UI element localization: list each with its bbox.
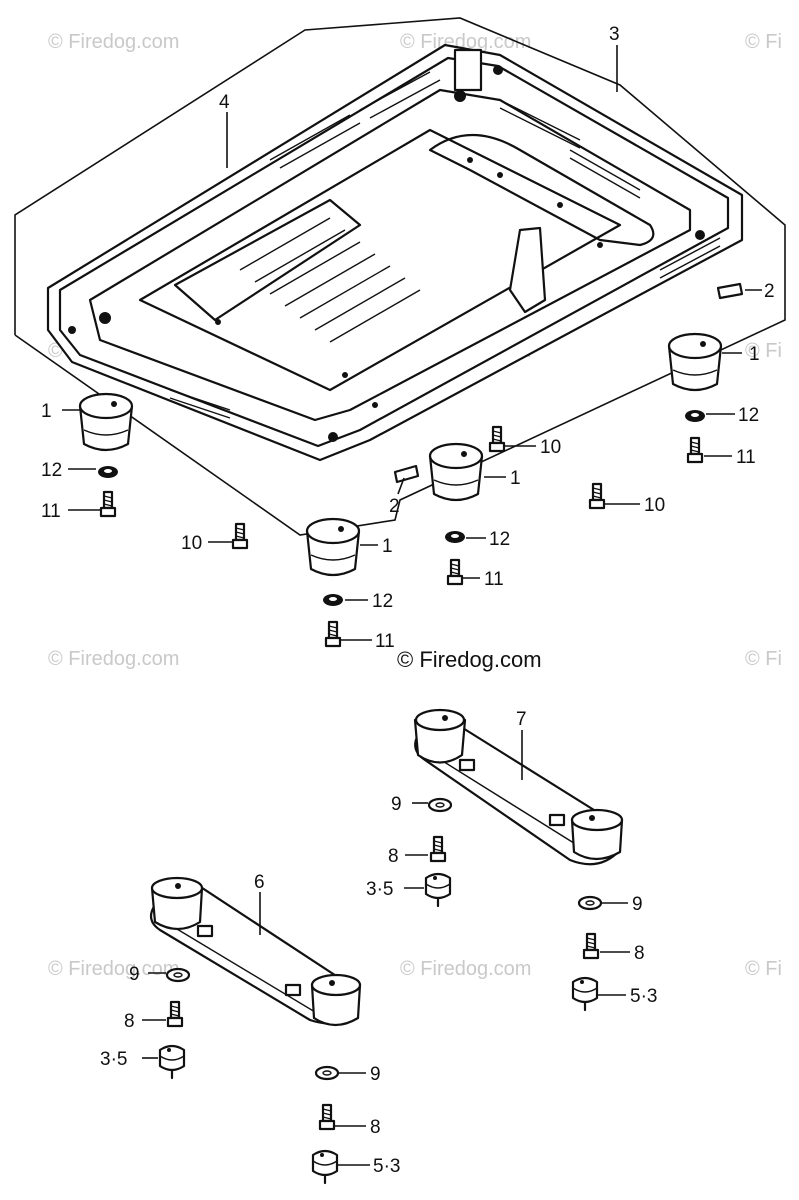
stud-part-3-5 (158, 1044, 186, 1080)
watermark: © Fi (745, 648, 782, 670)
callout-12: 12 (41, 460, 62, 481)
bolt-part-10 (488, 425, 506, 453)
washer-part-9 (314, 1065, 340, 1081)
callout-7: 7 (516, 709, 527, 730)
watermark: © Firedog.com (48, 648, 179, 670)
mount-bracket-part-7 (413, 708, 624, 866)
callout-12: 12 (489, 529, 510, 550)
watermark: © Firedog.com (48, 31, 179, 53)
callout-2: 2 (764, 281, 775, 302)
callout-1: 1 (510, 468, 521, 489)
watermark: © Firedog.com (400, 31, 531, 53)
callout-3-5: 3·5 (366, 879, 393, 900)
bushing-part-1 (667, 332, 723, 392)
stud-part-5-3 (571, 976, 599, 1012)
washer-part-12 (445, 531, 465, 543)
callout-1: 1 (749, 344, 760, 365)
callout-6: 6 (254, 872, 265, 893)
watermark: © Fi (745, 958, 782, 980)
assembly-boundary (14, 17, 786, 536)
callout-9: 9 (129, 964, 140, 985)
tray-frame (46, 43, 744, 462)
bolt-part-8 (166, 1000, 184, 1028)
stud-part-5-3 (311, 1149, 339, 1185)
callout-11: 11 (484, 569, 504, 590)
clip-part-2 (393, 464, 420, 484)
callout-1: 1 (41, 401, 52, 422)
bushing-part-1 (428, 442, 484, 502)
bolt-part-8 (318, 1103, 336, 1131)
washer-part-12 (98, 466, 118, 478)
watermark: © Firedog.com (400, 958, 531, 980)
watermark: © Firedog.com (48, 958, 179, 980)
bushing-part-1 (305, 517, 361, 577)
callout-5-3: 5·3 (630, 986, 657, 1007)
leader-lines (62, 45, 762, 1166)
callout-11: 11 (375, 631, 395, 652)
callout-labels: 4 3 2 2 1 1 1 1 12 12 12 12 11 11 11 11 … (41, 24, 775, 1177)
watermark: © Fi (745, 340, 782, 362)
washer-part-12 (323, 594, 343, 606)
callout-12: 12 (738, 405, 759, 426)
bolt-part-11 (99, 490, 117, 518)
callout-8: 8 (634, 943, 645, 964)
callout-9: 9 (632, 894, 643, 915)
bolt-part-11 (324, 620, 342, 648)
bolt-part-11 (686, 436, 704, 464)
callout-8: 8 (370, 1117, 381, 1138)
bolt-part-11 (446, 558, 464, 586)
callout-9: 9 (370, 1064, 381, 1085)
bolt-part-10 (588, 482, 606, 510)
washer-part-9 (165, 967, 191, 983)
mount-bracket-part-6 (149, 876, 362, 1027)
washer-part-9 (577, 895, 603, 911)
washer-part-12 (685, 410, 705, 422)
callout-1: 1 (382, 536, 393, 557)
callout-3: 3 (609, 24, 620, 45)
callout-12: 12 (372, 591, 393, 612)
watermark-main: © Firedog.com (397, 647, 542, 672)
callout-3-5: 3·5 (100, 1049, 127, 1070)
callout-8: 8 (388, 846, 399, 867)
stud-part-3-5 (424, 872, 452, 908)
callout-10: 10 (644, 495, 665, 516)
callout-10: 10 (540, 437, 561, 458)
callout-8: 8 (124, 1011, 135, 1032)
callout-4: 4 (219, 92, 230, 113)
callout-11: 11 (41, 501, 61, 522)
callout-10: 10 (181, 533, 202, 554)
watermark: © Fi (745, 31, 782, 53)
callout-5-3: 5·3 (373, 1156, 400, 1177)
washer-part-9 (427, 797, 453, 813)
bushing-part-1 (78, 392, 134, 452)
callout-9: 9 (391, 794, 402, 815)
callout-11: 11 (736, 447, 756, 468)
clip-part-2 (716, 282, 744, 300)
bolt-part-8 (582, 932, 600, 960)
bolt-part-8 (429, 835, 447, 863)
bolt-part-10 (231, 522, 249, 550)
callout-2: 2 (389, 496, 400, 517)
